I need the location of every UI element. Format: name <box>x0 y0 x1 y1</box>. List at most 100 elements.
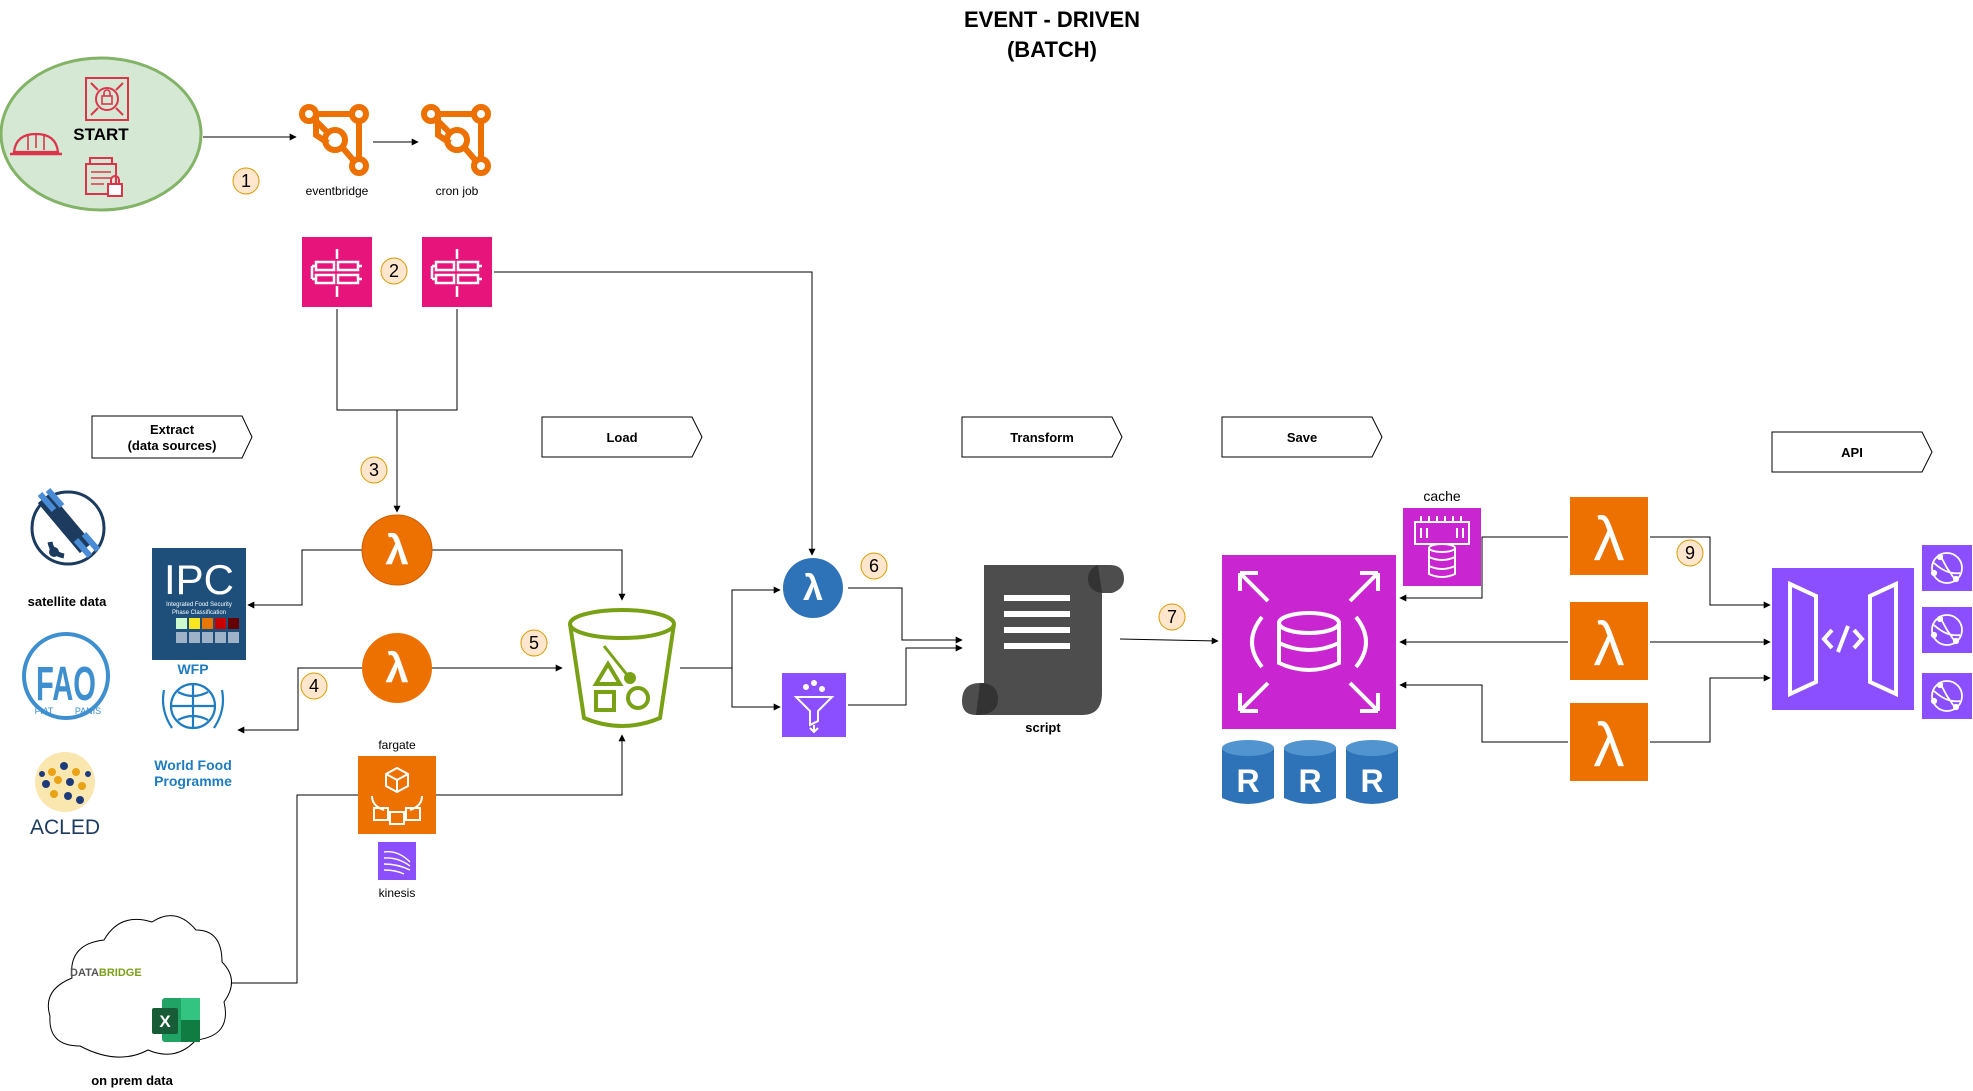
cloudfront-node-1[interactable] <box>1922 545 1972 591</box>
secrets-icon <box>85 157 123 197</box>
svg-text:World Food: World Food <box>154 757 232 773</box>
lambda-extract-1[interactable]: λ <box>361 514 433 586</box>
svg-text:7: 7 <box>1167 607 1177 627</box>
s3-bucket-node[interactable] <box>568 608 676 728</box>
step-badge-4: 4 <box>300 672 328 700</box>
on-prem-cloud[interactable]: DATABRIDGE X <box>47 915 232 1058</box>
glue-icon <box>793 680 835 734</box>
step-functions-icon <box>430 249 482 297</box>
rds-replica-3[interactable]: R <box>1346 740 1398 804</box>
svg-text:9: 9 <box>1685 543 1695 563</box>
satellite-label: satellite data <box>28 594 108 609</box>
svg-text:R: R <box>1298 763 1321 799</box>
lambda-icon: λ <box>385 644 408 691</box>
lambda-extract-2[interactable]: λ <box>362 633 432 703</box>
satellite-icon <box>30 488 106 566</box>
acled-source[interactable]: ACLED <box>30 752 100 839</box>
svg-text:Phase Classification: Phase Classification <box>172 610 226 616</box>
svg-text:Programme: Programme <box>154 773 232 789</box>
script-node[interactable] <box>962 565 1124 715</box>
wfp-emblem <box>161 682 225 730</box>
svg-text:WFP: WFP <box>177 661 208 677</box>
api-gateway-icon <box>1788 580 1898 698</box>
lambda-icon: λ <box>1594 610 1625 679</box>
svg-text:Save: Save <box>1287 430 1317 445</box>
eventbridge-node[interactable] <box>299 104 369 176</box>
rds-replica-2[interactable]: R <box>1284 740 1336 804</box>
svg-text:IPC: IPC <box>164 556 234 603</box>
start-label: START <box>73 125 129 144</box>
cloudfront-icon <box>1930 680 1963 712</box>
rds-icon <box>1238 571 1380 713</box>
diagram-title-line2: (BATCH) <box>1007 37 1097 62</box>
step-badge-2: 2 <box>380 257 408 285</box>
connectors <box>203 133 1771 987</box>
cron-job-label: cron job <box>436 184 479 198</box>
lambda-api-1[interactable]: λ <box>1570 497 1648 575</box>
cloudfront-node-3[interactable] <box>1922 673 1972 719</box>
satellite-source[interactable] <box>30 488 106 566</box>
eventbridge-icon <box>421 104 491 176</box>
diagram-title-line1: EVENT - DRIVEN <box>964 7 1140 32</box>
svg-text:FAO: FAO <box>36 658 96 711</box>
step-badge-1: 1 <box>232 167 260 195</box>
svg-text:5: 5 <box>529 633 539 653</box>
start-node[interactable]: START <box>0 56 203 212</box>
lambda-icon: λ <box>1594 505 1625 574</box>
step-functions-icon <box>310 249 362 297</box>
s3-bucket-icon <box>568 608 676 728</box>
acled-globe <box>35 752 95 812</box>
lambda-api-3[interactable]: λ <box>1570 703 1648 781</box>
svg-text:Load: Load <box>606 430 637 445</box>
cloudfront-icon <box>1930 552 1963 584</box>
svg-text:PANIS: PANIS <box>75 706 101 716</box>
svg-text:(data sources): (data sources) <box>128 438 217 453</box>
svg-text:R: R <box>1360 763 1383 799</box>
step-badge-3: 3 <box>360 456 388 484</box>
kinesis-icon <box>383 851 411 875</box>
lambda-api-2[interactable]: λ <box>1570 602 1648 680</box>
cloudfront-icon <box>1930 614 1963 646</box>
svg-text:2: 2 <box>389 261 399 281</box>
svg-text:6: 6 <box>869 556 879 576</box>
script-label: script <box>1025 720 1061 735</box>
svg-text:Extract: Extract <box>150 422 195 437</box>
stage-transform: Transform <box>961 416 1123 458</box>
lambda-transform[interactable]: λ <box>783 558 843 618</box>
wfp-source[interactable]: WFP World Food Programme <box>154 661 232 789</box>
cron-job-node[interactable] <box>421 104 491 176</box>
excel-icon: X <box>152 998 200 1042</box>
eventbridge-icon <box>299 104 369 176</box>
elasticache-icon <box>1414 516 1470 578</box>
eventbridge-label: eventbridge <box>306 184 369 198</box>
svg-text:R: R <box>1236 763 1259 799</box>
fao-source[interactable]: FAO FIAT PANIS <box>22 632 110 720</box>
fargate-node[interactable] <box>358 756 436 834</box>
svg-text:FIAT: FIAT <box>35 706 54 716</box>
cloudfront-node-2[interactable] <box>1922 607 1972 653</box>
cache-node[interactable] <box>1403 508 1481 586</box>
stage-api: API <box>1771 431 1933 473</box>
rds-replica-1[interactable]: R <box>1222 740 1274 804</box>
acled-label: ACLED <box>30 816 100 839</box>
step-badge-9: 9 <box>1676 539 1704 567</box>
step-badge-6: 6 <box>860 552 888 580</box>
api-gateway-node[interactable] <box>1772 568 1914 710</box>
svg-text:X: X <box>159 1012 171 1031</box>
cache-label: cache <box>1423 488 1461 504</box>
lambda-icon: λ <box>385 526 408 573</box>
iam-icon <box>10 132 62 156</box>
kinesis-node[interactable] <box>378 842 416 880</box>
lambda-icon: λ <box>1594 711 1625 780</box>
step-functions-node-1[interactable] <box>302 237 372 307</box>
step-badge-5: 5 <box>520 629 548 657</box>
svg-text:3: 3 <box>369 460 379 480</box>
svg-text:API: API <box>1841 445 1863 460</box>
step-functions-node-2[interactable] <box>422 237 492 307</box>
glue-node[interactable] <box>782 673 846 737</box>
on-prem-label: on prem data <box>91 1073 173 1088</box>
lambda-icon: λ <box>803 567 823 608</box>
ipc-source[interactable]: IPC Integrated Food Security Phase Class… <box>152 548 246 660</box>
rds-node[interactable] <box>1222 555 1396 729</box>
